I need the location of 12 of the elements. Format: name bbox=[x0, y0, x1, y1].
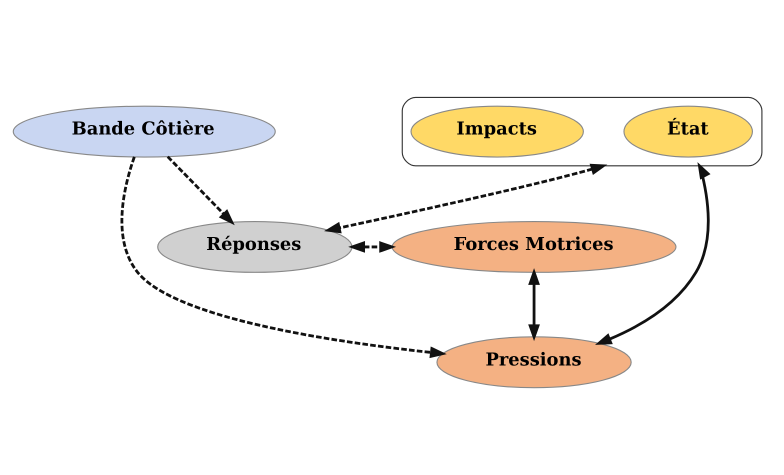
arrow bbox=[324, 163, 608, 233]
arrow bbox=[528, 268, 540, 341]
node-ellipse: Bande Côtière bbox=[12, 105, 276, 158]
arrow bbox=[348, 240, 396, 252]
arrow bbox=[120, 156, 447, 358]
arrow bbox=[166, 155, 235, 225]
cluster bbox=[402, 96, 762, 166]
node-ellipse: Forces Motrices bbox=[392, 220, 677, 272]
node-ellipse: État bbox=[623, 105, 753, 158]
node-ellipse: Impacts bbox=[410, 105, 584, 158]
arrow bbox=[595, 162, 711, 344]
node-ellipse: Pressions bbox=[436, 336, 632, 388]
